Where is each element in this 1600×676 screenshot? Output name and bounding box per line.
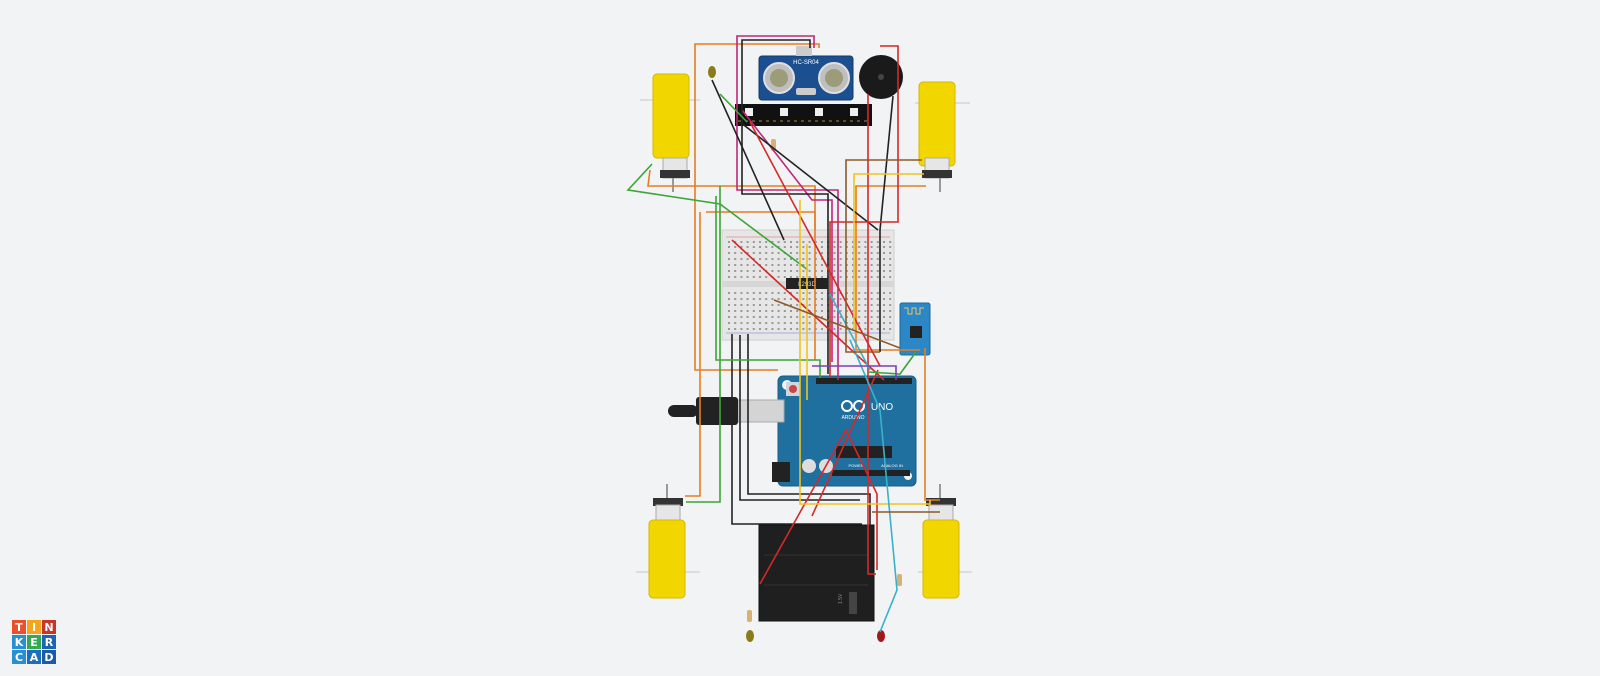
logo-letter: A	[27, 650, 41, 664]
wires[interactable]	[626, 35, 940, 633]
ultrasonic-label: HC-SR04	[793, 60, 819, 66]
ultrasonic-sensor[interactable]: HC-SR04	[758, 46, 854, 101]
logo-letter: T	[12, 620, 26, 634]
resistor-2[interactable]	[747, 610, 752, 622]
power-jack[interactable]	[772, 462, 790, 482]
logo-letter: N	[42, 620, 56, 634]
logo-letter: D	[42, 650, 56, 664]
logo-letter: R	[42, 635, 56, 649]
led-red-bottom[interactable]	[877, 630, 885, 642]
dc-motor-top-left[interactable]	[640, 73, 700, 192]
battery-pack[interactable]: 1.5V	[758, 524, 875, 622]
arduino-brand-label: ARDUINO	[841, 415, 864, 421]
battery-label: 1.5V	[838, 593, 844, 604]
esp8266-module[interactable]	[899, 302, 931, 356]
arduino-analog-label: ANALOG IN	[881, 463, 903, 468]
led-yellow-bottom[interactable]	[746, 630, 754, 642]
logo-letter: I	[27, 620, 41, 634]
logo-letter: E	[27, 635, 41, 649]
dc-motor-bottom-left[interactable]	[636, 484, 700, 599]
usb-connector[interactable]	[668, 397, 785, 425]
arduino-power-label: POWER	[848, 463, 863, 468]
neopixel-strip[interactable]	[735, 104, 872, 126]
dc-motor-bottom-right[interactable]	[918, 484, 972, 599]
dc-motor-top-right[interactable]	[915, 81, 970, 192]
arduino-model-label: UNO	[871, 402, 893, 413]
resistor-3[interactable]	[897, 574, 902, 586]
tinkercad-logo: T I N K E R C A D	[12, 620, 57, 665]
led-yellow-top[interactable]	[708, 66, 716, 78]
piezo-buzzer[interactable]	[859, 55, 903, 99]
logo-letter: K	[12, 635, 26, 649]
logo-letter: C	[12, 650, 26, 664]
